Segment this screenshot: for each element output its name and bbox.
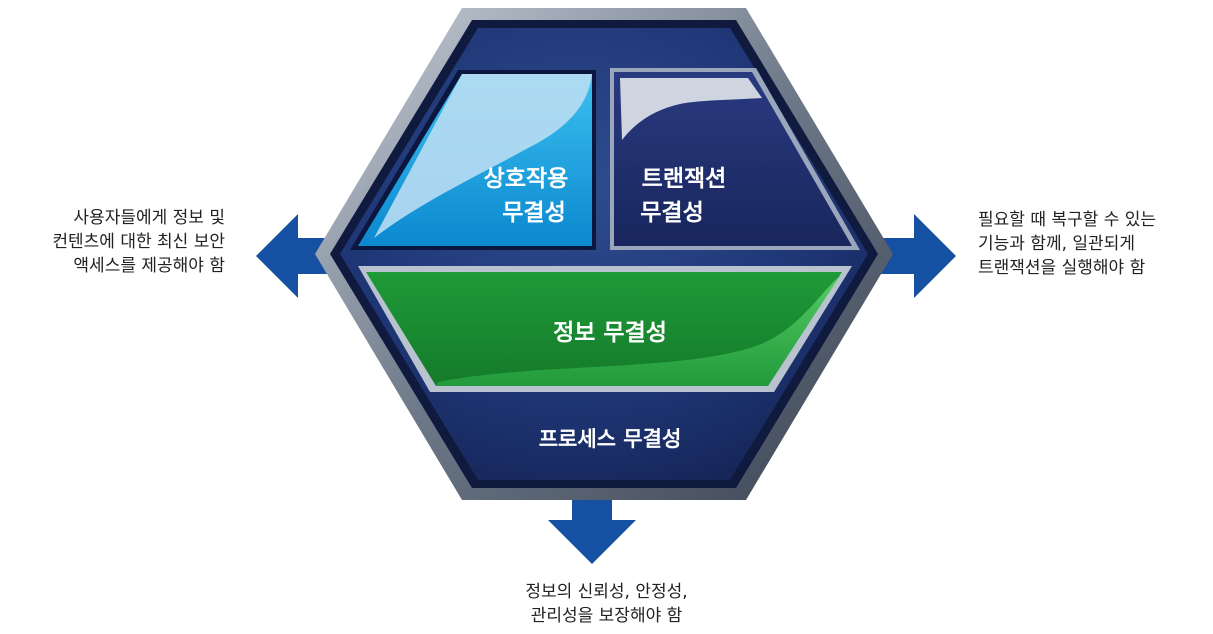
interaction-integrity-panel: 상호작용 무결성 — [350, 70, 596, 250]
bottom-note: 정보의 신뢰성, 안정성, 관리성을 보장해야 함 — [0, 580, 1213, 628]
left-note-line: 액세스를 제공해야 함 — [73, 256, 225, 276]
right-note-line: 트랜잭션을 실행해야 함 — [978, 258, 1146, 278]
left-note-line: 컨텐츠에 대한 최신 보안 — [52, 232, 225, 252]
right-note-line: 필요할 때 복구할 수 있는 — [978, 210, 1157, 230]
process-label: 프로세스 무결성 — [539, 427, 682, 451]
arrow-left-icon — [256, 214, 332, 298]
arrow-right-icon — [880, 214, 956, 298]
right-note: 필요할 때 복구할 수 있는 기능과 함께, 일관되게 트랜잭션을 실행해야 함 — [978, 208, 1156, 280]
interaction-label-line2: 무결성 — [502, 200, 565, 226]
left-note: 사용자들에게 정보 및 컨텐츠에 대한 최신 보안 액세스를 제공해야 함 — [52, 206, 225, 278]
transaction-label-line2: 무결성 — [640, 200, 703, 226]
information-integrity-panel: 정보 무결성 — [358, 266, 852, 392]
bottom-note-line: 관리성을 보장해야 함 — [530, 606, 683, 626]
interaction-label-line1: 상호작용 — [484, 166, 569, 192]
transaction-integrity-panel: 트랜잭션 무결성 — [610, 68, 860, 250]
bottom-note-line: 정보의 신뢰성, 안정성, — [525, 582, 688, 602]
transaction-label-line1: 트랜잭션 — [642, 166, 727, 192]
information-label: 정보 무결성 — [553, 320, 667, 346]
right-note-line: 기능과 함께, 일관되게 — [978, 234, 1135, 254]
left-note-line: 사용자들에게 정보 및 — [73, 208, 225, 228]
arrow-down-icon — [548, 498, 636, 564]
